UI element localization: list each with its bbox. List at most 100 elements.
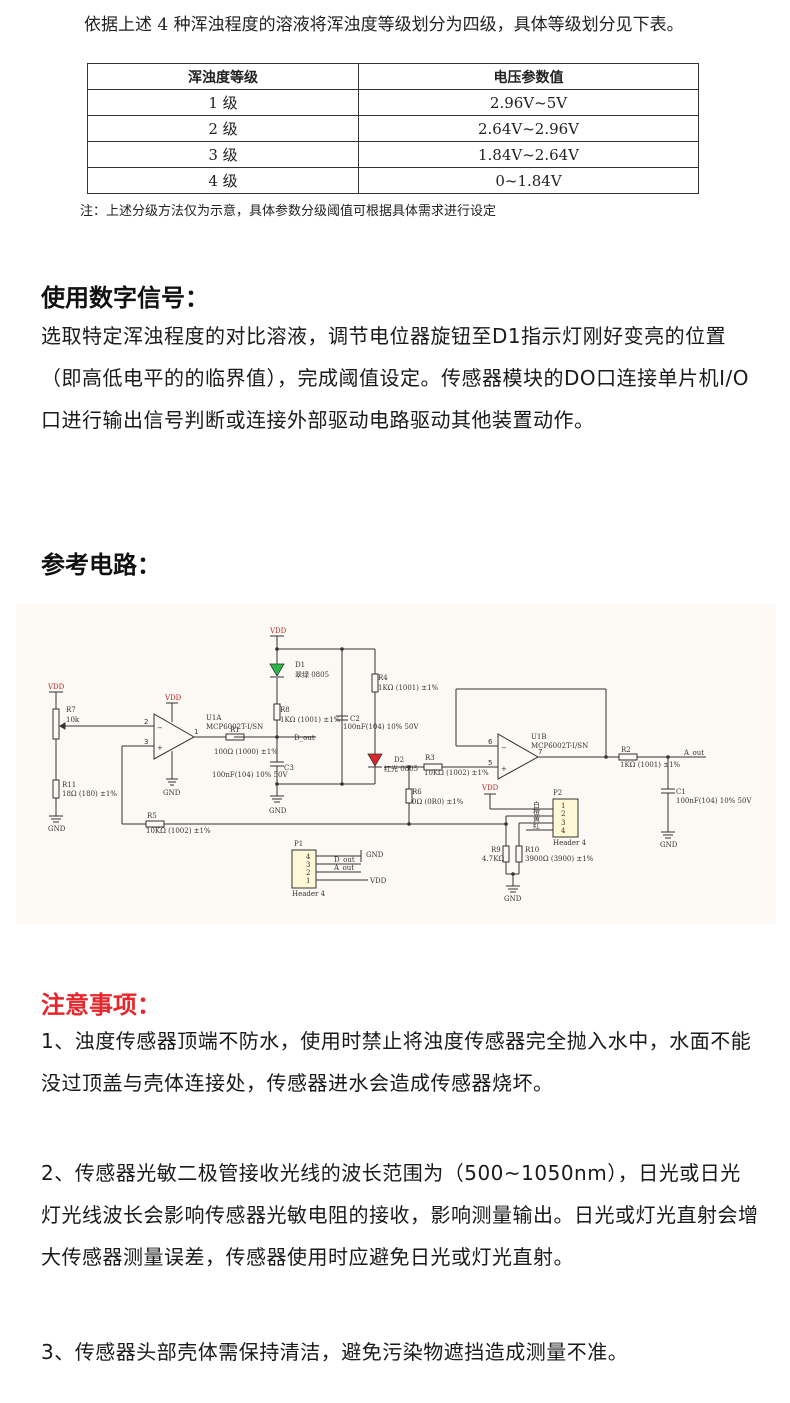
p1-pin: 3 — [306, 861, 310, 869]
vdd-label: VDD — [269, 627, 287, 635]
table-cell: 2.96V~5V — [358, 89, 699, 116]
led-red-icon — [367, 753, 383, 767]
circuit-diagram: VDD D1 翠绿 0805 R4 1KΩ (1001) ±1% VDD VDD… — [16, 604, 776, 924]
notice-item-3: 3、传感器头部壳体需保持清洁，避免污染物遮挡造成测量不准。 — [41, 1340, 629, 1364]
gnd-label: GND — [48, 825, 66, 833]
d2-label: D2 — [394, 756, 404, 764]
led-green-icon — [269, 663, 285, 677]
r7-value: 10k — [66, 716, 80, 724]
table-row: 2 级 2.64V~2.96V — [87, 115, 699, 142]
u1a-label: U1A — [206, 714, 222, 722]
table-cell: 4 级 — [87, 167, 359, 194]
notice-title: 注意事项： — [41, 991, 161, 1019]
table-cell: 1 级 — [87, 89, 359, 116]
r3-label: R3 — [425, 754, 435, 762]
c1-label: C1 — [676, 788, 686, 796]
r6-value: 0Ω (0R0) ±1% — [412, 798, 464, 806]
r4-value: 1KΩ (1001) ±1% — [378, 684, 439, 692]
pin-label: 3 — [144, 738, 148, 746]
pin-label: 6 — [488, 738, 493, 746]
r8-label: R8 — [280, 706, 290, 714]
notice-item-2: 2、传感器光敏二极管接收光线的波长范围为（500~1050nm），日光或日光灯光… — [41, 1161, 759, 1269]
noninverting-input-sign: + — [157, 744, 163, 752]
inverting-input-sign: − — [501, 744, 507, 752]
c1-value: 100nF(104) 10% 50V — [676, 797, 752, 805]
p1-label: P1 — [294, 840, 303, 848]
p2-wire-label: 白 — [533, 800, 540, 809]
intro-text: 依据上述 4 种浑浊程度的溶液将浑浊度等级划分为四级，具体等级划分见下表。 — [84, 15, 684, 35]
p2-pin: 3 — [561, 819, 565, 827]
circuit-schematic: VDD D1 翠绿 0805 R4 1KΩ (1001) ±1% VDD VDD… — [47, 627, 752, 903]
gnd-label: GND — [660, 841, 678, 849]
noninverting-input-sign: + — [501, 765, 507, 773]
p2-wire-label: 橙 — [533, 807, 540, 816]
r2-value: 1KΩ (1001) ±1% — [620, 761, 681, 769]
table-cell: 2 级 — [87, 115, 359, 142]
r10-value: 3900Ω (3900) ±1% — [525, 855, 594, 863]
p1-a-out: A_out — [333, 864, 354, 872]
u1b-part: MCP6002T-I/SN — [531, 742, 588, 750]
c3-value: 100nF(104) 10% 50V — [212, 771, 288, 779]
p2-pin: 1 — [561, 802, 565, 810]
table-row: 4 级 0~1.84V — [87, 167, 699, 194]
reference-section-title: 参考电路： — [41, 551, 161, 579]
r1-label: R1 — [230, 726, 240, 734]
vdd-label: VDD — [164, 694, 182, 702]
r4-label: R4 — [378, 674, 388, 682]
r11-label: R11 — [62, 781, 76, 789]
p1-header: Header 4 — [292, 890, 326, 898]
vdd-label: VDD — [47, 683, 65, 691]
d-out-label: D_out — [294, 734, 315, 742]
table-cell: 0~1.84V — [358, 167, 699, 194]
a-out-label: A_out — [683, 749, 704, 757]
table-header-cell: 电压参数值 — [358, 63, 699, 90]
r1-value: 100Ω (1000) ±1% — [214, 748, 278, 756]
r2-label: R2 — [621, 746, 631, 754]
table-row: 3 级 1.84V~2.64V — [87, 141, 699, 168]
r3-value: 10KΩ (1002) ±1% — [424, 769, 489, 777]
r9-value: 4.7KΩ — [482, 855, 504, 863]
p1-pin: 2 — [306, 869, 310, 877]
table-row: 1 级 2.96V~5V — [87, 89, 699, 116]
gnd-label: GND — [163, 789, 181, 797]
d1-desc: 翠绿 0805 — [295, 670, 329, 679]
u1a-part: MCP6002T-I/SN — [206, 723, 263, 731]
r10-label: R10 — [525, 846, 539, 854]
table-cell: 3 级 — [87, 141, 359, 168]
c2-value: 100nF(104) 10% 50V — [343, 723, 419, 731]
r6-label: R6 — [412, 788, 422, 796]
intro-paragraph: 依据上述 4 种浑浊程度的溶液将浑浊度等级划分为四级，具体等级划分见下表。 — [66, 10, 756, 40]
grade-table: 浑浊度等级 电压参数值 1 级 2.96V~5V 2 级 2.64V~2.96V… — [87, 63, 699, 194]
r8-value: 1KΩ (1001) ±1% — [280, 716, 341, 724]
table-cell: 1.84V~2.64V — [358, 141, 699, 168]
c2-label: C2 — [350, 715, 360, 723]
u1b-label: U1B — [531, 733, 547, 741]
notice-item-1: 1、浊度传感器顶端不防水，使用时禁止将浊度传感器完全抛入水中，水面不能没过顶盖与… — [41, 1029, 752, 1095]
gnd-label: GND — [504, 895, 522, 903]
gnd-label: GND — [269, 807, 287, 815]
p2-label: P2 — [553, 789, 562, 797]
pin-label: 2 — [144, 718, 148, 726]
p2-pin: 2 — [561, 810, 565, 818]
pin-label: 1 — [194, 728, 198, 736]
digital-section-body: 选取特定浑浊程度的对比溶液，调节电位器旋钮至D1指示灯刚好变亮的位置（即高低电平… — [41, 324, 750, 432]
d2-desc: 红光 0805 — [384, 764, 418, 773]
r5-label: R5 — [147, 812, 157, 820]
p1-pin: 1 — [306, 877, 310, 885]
p1-gnd: GND — [366, 851, 384, 859]
p2-wire-label: 黄 — [533, 814, 540, 823]
table-header-cell: 浑浊度等级 — [87, 63, 359, 90]
table-cell: 2.64V~2.96V — [358, 115, 699, 142]
vdd-label: VDD — [481, 784, 499, 792]
digital-section-title: 使用数字信号： — [41, 284, 209, 312]
p1-d-out: D_out — [334, 856, 355, 864]
p2-header: Header 4 — [553, 839, 587, 847]
r5-value: 10KΩ (1002) ±1% — [146, 827, 211, 835]
c3-label: C3 — [284, 764, 294, 772]
r9-label: R9 — [491, 846, 501, 854]
d1-label: D1 — [295, 661, 305, 669]
p1-vdd: VDD — [369, 877, 387, 885]
p2-wire-label: 红 — [533, 821, 540, 830]
inverting-input-sign: − — [157, 724, 163, 732]
r7-label: R7 — [66, 706, 76, 714]
